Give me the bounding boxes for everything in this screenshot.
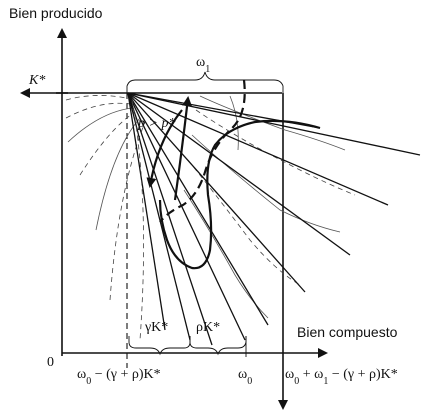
fan-line-8 [127,92,213,346]
fan-line-7 [127,92,246,341]
fan-line-10 [127,92,166,331]
faint-curve-9 [191,134,341,233]
x-tick-2-label: ω0 [238,367,252,387]
fan-line-2 [127,92,421,156]
faint-curve-8 [195,109,356,196]
fan-line-5 [127,92,306,293]
rho-k-bracket [189,336,247,356]
faint-curve-5 [95,117,141,231]
arrow-up-curve [173,96,193,201]
gamma-k-bracket [128,336,191,356]
fan-line-3 [127,92,389,206]
x-tick-1-label: ω0 − (γ + ρ)K* [77,367,161,387]
thick-loop-curve [158,119,321,270]
rho-k-label: ρK* [196,320,220,335]
y-axis-label: Bien producido [9,5,103,21]
faint-curve-4 [79,111,136,176]
thick-dashed-curve [159,79,246,223]
x-tick-3-label: ω0 + ω1 − (γ + ρ)K* [285,367,398,387]
k-star-label: K* [28,73,45,88]
faint-curve-1 [65,95,127,101]
faint-curve-7 [199,95,346,151]
fan-line-6 [127,92,269,326]
fan-line-9 [127,92,191,341]
gamma-k-label: γK* [144,320,168,335]
dashed-descending-curve [131,99,144,341]
price-condition-label: p > p* [137,116,175,131]
omega-1-label: ω1 [196,55,210,75]
origin-label: 0 [47,355,54,370]
arrow-down-curve [146,109,183,188]
faint-curve-10 [187,159,301,286]
faint-curve-3 [67,107,133,143]
omega-1-bracket [126,71,284,93]
x-axis-label: Bien compuesto [297,324,398,340]
fan-line-4 [127,92,351,256]
